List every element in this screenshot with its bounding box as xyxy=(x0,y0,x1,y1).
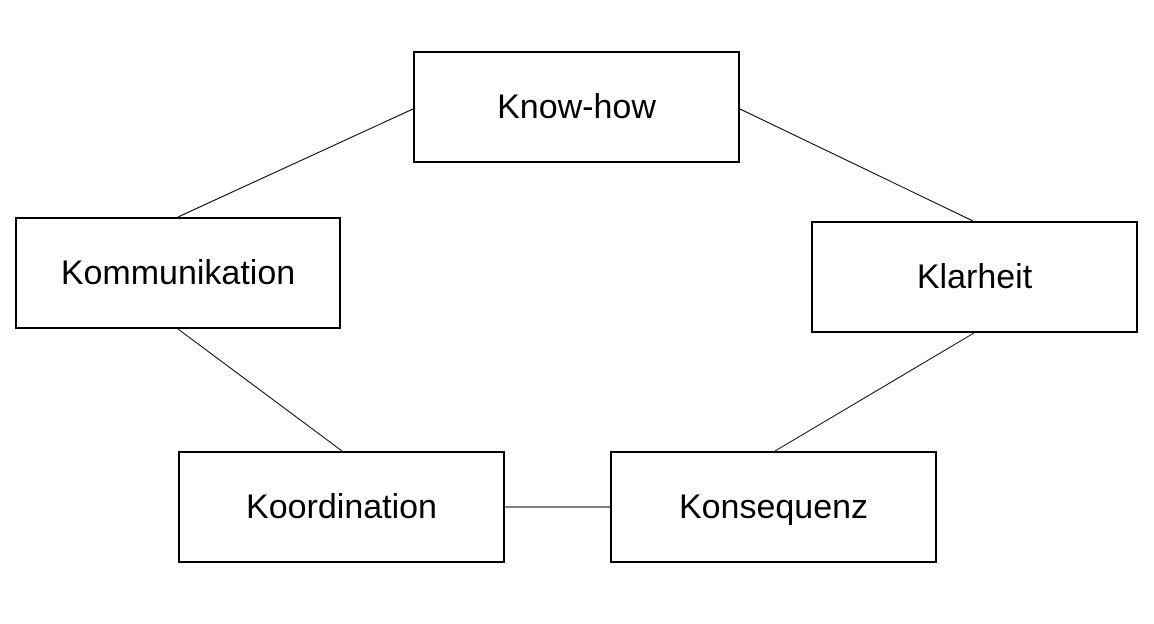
node-klarheit: Klarheit xyxy=(811,221,1138,333)
node-koordination: Koordination xyxy=(178,451,505,563)
node-label: Koordination xyxy=(246,487,437,526)
node-kommunikation: Kommunikation xyxy=(15,217,341,329)
node-label: Konsequenz xyxy=(678,487,869,526)
node-know-how: Know-how xyxy=(413,51,740,163)
node-label: Kommunikation xyxy=(60,253,296,292)
edge-knowhow-klarheit xyxy=(739,108,974,222)
edge-klarheit-konsequenz xyxy=(774,332,975,452)
edge-kommunikation-knowhow xyxy=(177,108,414,218)
node-label: Klarheit xyxy=(916,257,1033,296)
edge-koordination-kommunikation xyxy=(177,328,343,452)
node-konsequenz: Konsequenz xyxy=(610,451,937,563)
node-label: Know-how xyxy=(497,87,656,126)
